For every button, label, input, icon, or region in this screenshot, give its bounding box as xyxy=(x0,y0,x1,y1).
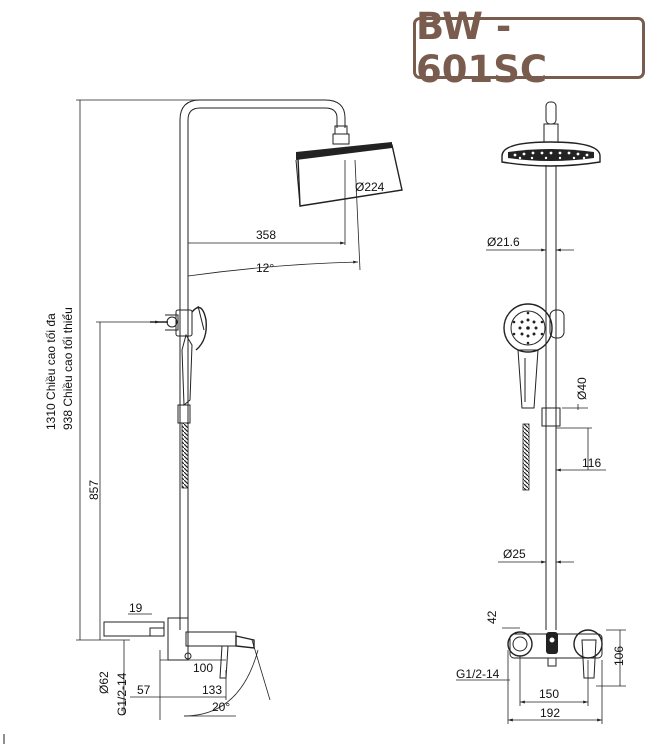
arm-length-label: 358 xyxy=(256,228,276,242)
holder-diameter-label: Ø40 xyxy=(575,377,589,400)
holder-side xyxy=(150,305,207,351)
pipe-diameter-label: Ø21.6 xyxy=(487,235,520,249)
dim-19-label: 19 xyxy=(129,601,143,615)
mixer-depth-label: 106 xyxy=(612,646,626,666)
dim-100-label: 100 xyxy=(193,661,213,675)
mixer-side xyxy=(103,617,255,679)
front-view: Ø21.6 Ø40 xyxy=(456,101,626,724)
holder-depth-label: 116 xyxy=(582,456,601,470)
shower-head-side xyxy=(295,142,403,207)
side-thread-label: G1/2-14 xyxy=(115,672,129,716)
side-view: Ø224 358 12° 1310 Chiều cao tối đa 938 C… xyxy=(44,99,403,720)
tilt-angle-label: 12° xyxy=(256,261,274,275)
max-height-label: 1310 Chiều cao tối đa xyxy=(44,313,58,430)
bar-diameter-label: Ø25 xyxy=(503,547,526,561)
dim-133-label: 133 xyxy=(202,683,222,697)
head-diameter-label: Ø224 xyxy=(355,180,385,194)
center-distance-label: 150 xyxy=(539,687,559,701)
shower-head-front xyxy=(501,141,601,167)
total-width-label: 192 xyxy=(540,706,560,720)
front-thread-label: G1/2-14 xyxy=(456,667,500,681)
hand-shower-front xyxy=(503,303,553,409)
dim-57-label: 57 xyxy=(137,683,151,697)
dim-62-label: Ø62 xyxy=(97,671,111,694)
mixer-height-label: 42 xyxy=(485,610,499,624)
mixer-front xyxy=(507,629,603,679)
bar-height-label: 857 xyxy=(87,480,101,500)
spout-angle-label: 20° xyxy=(212,700,230,714)
min-height-label: 938 Chiều cao tối thiểu xyxy=(61,307,75,430)
